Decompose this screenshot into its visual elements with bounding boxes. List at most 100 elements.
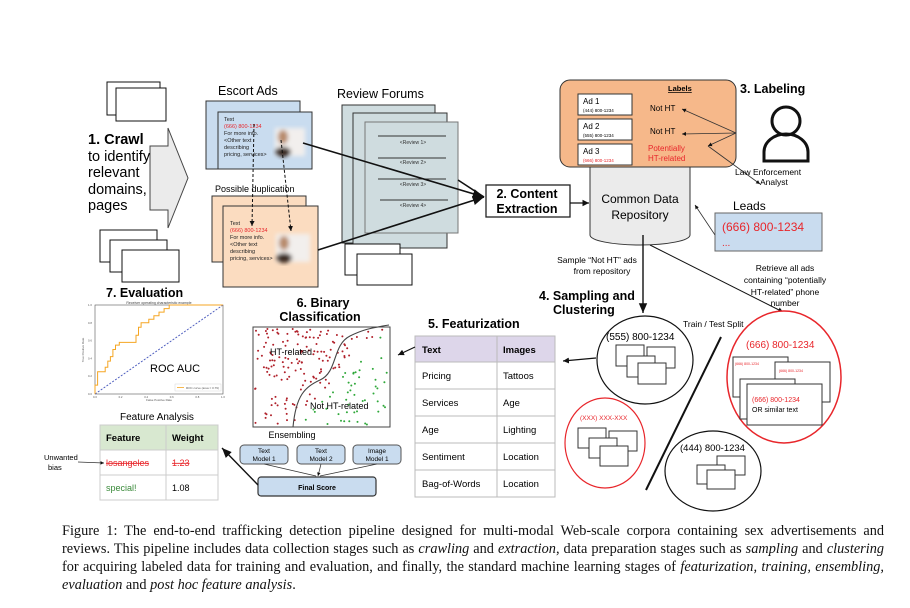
ht-point	[278, 356, 281, 359]
ht-point	[350, 337, 353, 340]
ht-point	[298, 360, 301, 363]
train-test-split-label: Train / Test Split	[683, 319, 744, 329]
ht-point	[308, 336, 311, 339]
ht-point	[283, 402, 286, 405]
ad-photo	[275, 128, 305, 157]
crawl-text: relevant	[88, 165, 140, 181]
svg-text:number: number	[771, 298, 800, 308]
svg-text:(666) 800-1234: (666) 800-1234	[779, 369, 803, 373]
ht-point	[286, 332, 289, 335]
ad-card-text: Text (666) 800-1234 For more info. <Othe…	[224, 117, 267, 158]
ad-photo	[276, 234, 310, 263]
svg-text:...: ...	[722, 238, 730, 249]
ht-point	[268, 373, 271, 376]
ht-point	[270, 404, 273, 407]
crawl-title: 1. Crawl	[88, 132, 144, 148]
sample-note: from repository	[574, 266, 631, 276]
cluster-444: (444) 800-1234	[664, 430, 762, 512]
roc-auc-label: ROC AUC	[150, 363, 200, 375]
labeling-title: 3. Labeling	[740, 82, 805, 96]
weight-cell: 1.08	[172, 483, 190, 493]
ht-point	[305, 345, 308, 348]
not-ht-point	[358, 376, 361, 379]
labels-title: Labels	[668, 84, 692, 93]
roc-y-tick: 0.8	[88, 321, 92, 325]
ht-point	[262, 366, 265, 369]
ht-point	[325, 354, 328, 357]
not-ht-point	[353, 382, 356, 385]
svg-text:Retrieve all ads: Retrieve all ads	[756, 263, 815, 273]
not-ht-point	[376, 387, 379, 390]
ht-point	[326, 359, 329, 362]
ht-point	[304, 379, 307, 382]
svg-text:Image: Image	[368, 448, 386, 455]
ht-point	[265, 413, 268, 416]
feat-cell: Age	[422, 425, 439, 436]
ht-point	[286, 378, 289, 381]
not-ht-point	[345, 398, 348, 401]
ht-point	[263, 345, 266, 348]
not-ht-point	[342, 375, 344, 378]
sampling-stage: 4. Sampling and Clustering Train / Test …	[539, 289, 842, 512]
classification-title: Classification	[279, 310, 360, 324]
ad-3: Ad 3 (666) 800-1234 Potentially HT-relat…	[577, 143, 685, 166]
review-forums-title: Review Forums	[337, 87, 424, 101]
ht-point	[338, 366, 341, 369]
not-ht-point	[345, 411, 348, 414]
ht-point	[296, 330, 299, 333]
not-ht-point	[385, 371, 388, 374]
common-data-repository: Common Data Repository	[589, 160, 691, 246]
not-ht-point	[379, 336, 382, 339]
ht-point	[327, 329, 330, 332]
text-model-1: Text Model 1	[239, 444, 289, 465]
ht-point	[299, 388, 302, 391]
not-ht-point	[321, 400, 324, 403]
svg-text:(666) 800-1234: (666) 800-1234	[224, 124, 262, 130]
labeling-stage: 3. Labeling Law Enforcement Analyst	[735, 82, 810, 187]
ht-point	[316, 350, 319, 353]
feature-header: Feature	[106, 433, 140, 444]
label-not-ht: Not HT	[650, 127, 675, 136]
not-ht-point	[313, 410, 316, 413]
ht-point	[266, 328, 269, 330]
extraction-title: Extraction	[496, 202, 557, 216]
feature-analysis-title: Feature Analysis	[120, 412, 194, 423]
not-ht-point	[354, 371, 357, 374]
sampling-title: 4. Sampling and	[539, 289, 635, 303]
label-ht: Potentially	[648, 144, 685, 153]
ht-point	[307, 349, 310, 352]
ht-point	[280, 378, 283, 381]
crawl-text: pages	[88, 198, 128, 214]
ht-point	[269, 352, 272, 355]
evaluation-stage: 7. Evaluation Receiver operating charact…	[81, 286, 225, 402]
feature-analysis: Feature Analysis Feature Weight losangel…	[44, 412, 219, 501]
repository-label: Common Data	[601, 192, 679, 206]
escort-ads: Escort Ads Text (666) 800-1234 For more …	[205, 84, 319, 288]
ht-point	[308, 393, 311, 396]
ht-point	[294, 330, 297, 333]
roc-y-tick: 1.0	[88, 303, 92, 307]
ht-point	[272, 343, 275, 346]
ht-point	[274, 395, 277, 398]
not-ht-point	[337, 413, 340, 416]
ht-point	[334, 366, 337, 369]
svg-text:Ad 3: Ad 3	[583, 147, 600, 156]
final-score-box: Final Score	[257, 476, 377, 497]
ht-point	[321, 359, 324, 362]
ht-point	[341, 335, 344, 338]
ht-point	[265, 366, 268, 369]
content-extraction-box: 2. Content Extraction	[485, 184, 571, 218]
ht-point	[320, 370, 323, 373]
ht-point	[288, 375, 291, 378]
ht-point	[293, 403, 296, 406]
svg-text:Text: Text	[258, 448, 270, 455]
ht-point	[275, 374, 278, 377]
ht-point	[300, 361, 303, 364]
ht-point	[317, 336, 320, 339]
svg-text:(444) 800-1234: (444) 800-1234	[583, 108, 614, 113]
svg-text:Text: Text	[230, 221, 241, 227]
feature-cell: special!	[106, 483, 137, 493]
svg-text:Ad 1: Ad 1	[583, 97, 600, 106]
svg-text:containing “potentially: containing “potentially	[744, 275, 827, 285]
